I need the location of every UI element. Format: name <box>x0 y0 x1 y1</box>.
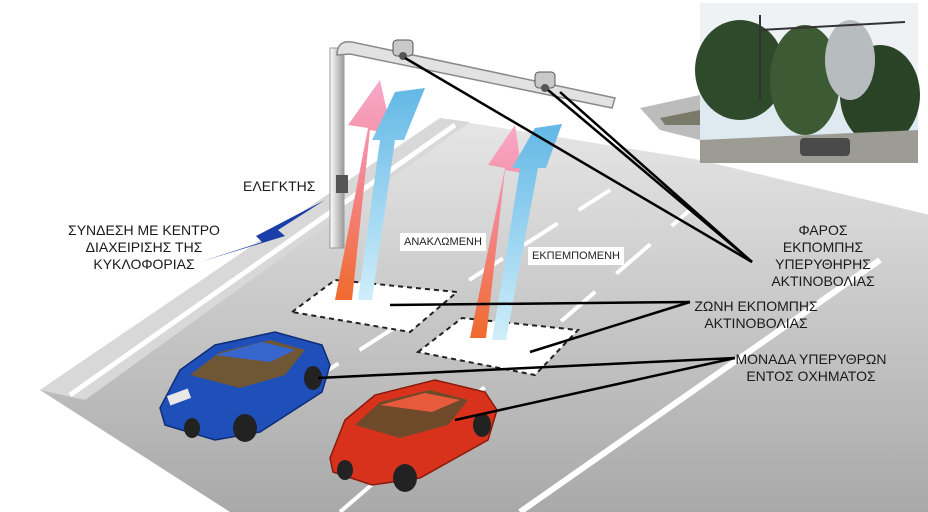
label-beacon-line: ΥΠΕΡΥΘΗΡΗΣ <box>775 256 871 272</box>
label-beacon: ΦΑΡΟΣ ΕΚΠΟΜΠΗΣ ΥΠΕΡΥΘΗΡΗΣ ΑΚΤΙΝΟΒΟΛΙΑΣ <box>754 222 892 290</box>
emitted-arrow-left <box>358 88 425 300</box>
emission-zone-left <box>289 278 460 334</box>
label-emission-zone: ΖΩΝΗ ΕΚΠΟΜΠΗΣ ΑΚΤΙΝΟΒΟΛΙΑΣ <box>690 298 822 332</box>
label-emitted: ΕΚΠΕΜΠΟΜΕΝΗ <box>528 247 625 265</box>
reflected-arrow-left <box>335 80 392 300</box>
gantry-pole <box>329 47 345 249</box>
leader-lines <box>317 56 753 422</box>
label-controller: ΕΛΕΓΚΤΗΣ <box>243 178 316 194</box>
label-beacon-line: ΑΚΤΙΝΟΒΟΛΙΑΣ <box>771 273 875 289</box>
label-vehicle-unit-line: ΕΝΤΟΣ ΟΧΗΜΑΤΟΣ <box>746 368 876 384</box>
label-emission-zone-line: ΑΚΤΙΝΟΒΟΛΙΑΣ <box>704 315 808 331</box>
emission-zone-right <box>415 316 581 377</box>
label-emission-zone-line: ΖΩΝΗ ΕΚΠΟΜΠΗΣ <box>694 298 818 314</box>
label-traffic-center: ΣΥΝΔΕΣΗ ΜΕ ΚΕΝΤΡΟ ΔΙΑΧΕΙΡΙΣΗΣ ΤΗΣ ΚΥΚΛΟΦ… <box>58 222 230 273</box>
label-vehicle-unit-line: ΜΟΝΑΔΑ ΥΠΕΡΥΘΡΩΝ <box>735 351 887 367</box>
blue-car <box>159 331 331 442</box>
red-car <box>329 379 498 492</box>
emitted-arrow-right <box>492 124 562 340</box>
inset-photo <box>640 3 920 163</box>
label-traffic-center-line: ΚΥΚΛΟΦΟΡΙΑΣ <box>93 256 195 272</box>
label-reflected: ΑΝΑΚΛΩΜΕΝΗ <box>400 233 486 251</box>
lane-line <box>68 122 457 398</box>
label-traffic-center-line: ΣΥΝΔΕΣΗ ΜΕ ΚΕΝΤΡΟ <box>68 222 220 238</box>
label-beacon-line: ΦΑΡΟΣ <box>798 222 848 238</box>
label-vehicle-unit: ΜΟΝΑΔΑ ΥΠΕΡΥΘΡΩΝ ΕΝΤΟΣ ΟΧΗΜΑΤΟΣ <box>732 351 890 385</box>
controller-box <box>336 175 348 193</box>
label-beacon-line: ΕΚΠΟΜΠΗΣ <box>782 239 864 255</box>
label-traffic-center-line: ΔΙΑΧΕΙΡΙΣΗΣ ΤΗΣ <box>85 239 203 255</box>
beacon-device-2 <box>534 71 556 92</box>
reflected-arrow-right <box>470 125 522 338</box>
lane-line <box>518 257 882 512</box>
